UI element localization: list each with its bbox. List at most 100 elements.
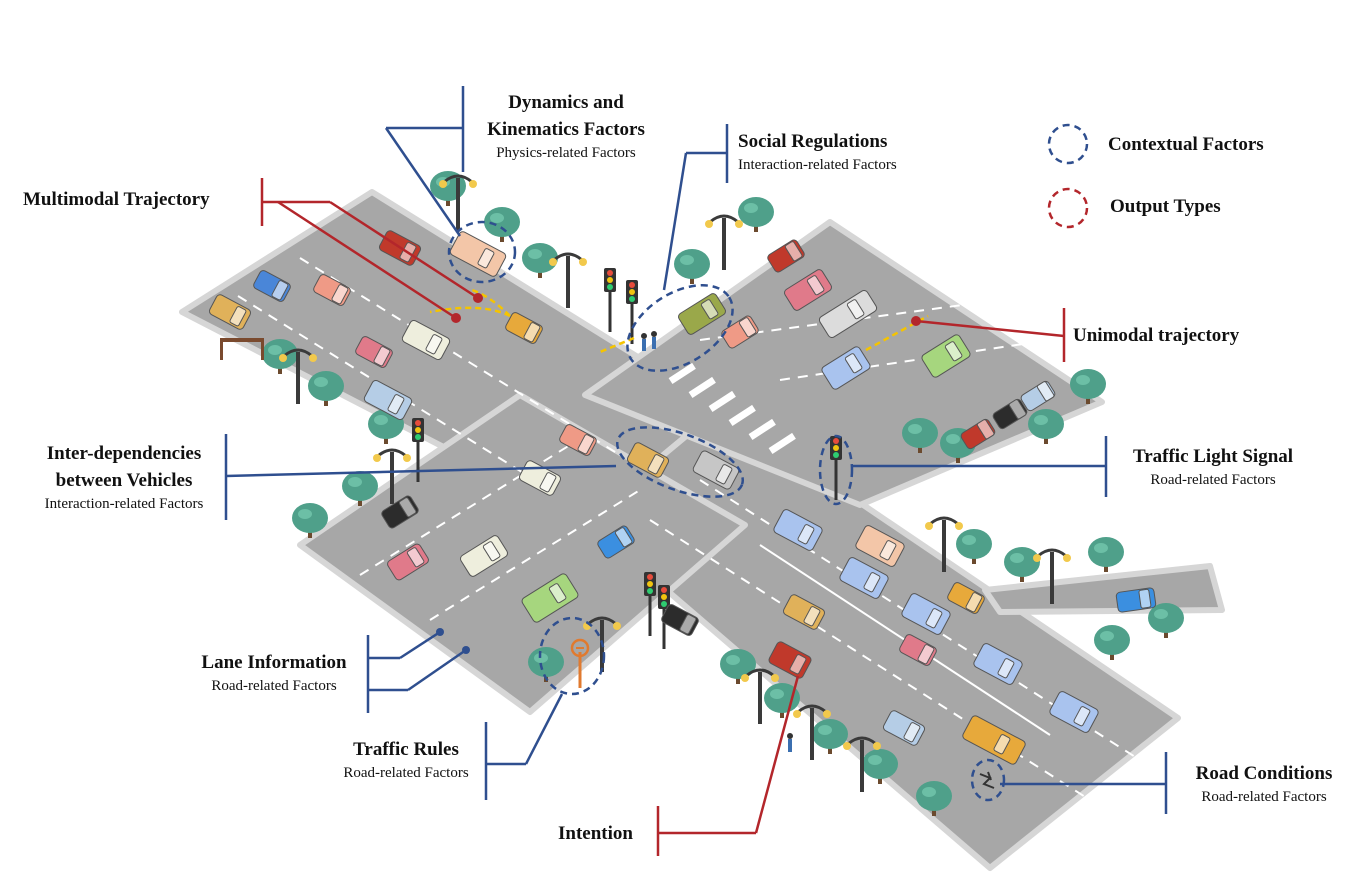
tree: [1004, 547, 1040, 582]
vehicle: [947, 582, 985, 614]
label-traffic-rules-title: Traffic Rules: [353, 739, 459, 760]
pothole-icon: [979, 771, 995, 789]
trajectory-path: [429, 306, 511, 318]
contextual-dots: [436, 628, 470, 654]
tree: [308, 371, 344, 406]
vehicle: [973, 643, 1023, 685]
vehicle: [363, 379, 413, 421]
tree: [484, 207, 520, 242]
interdep-ellipse: [615, 426, 745, 498]
label-dynamics: Dynamics and Kinematics Factors Physics-…: [466, 89, 666, 163]
label-multimodal: Multimodal Trajectory: [23, 189, 210, 210]
label-road-conditions-subtitle: Road-related Factors: [1201, 789, 1327, 805]
tree: [956, 529, 992, 564]
vehicle: [387, 543, 429, 581]
label-traffic-rules: Traffic Rules Road-related Factors: [326, 736, 486, 783]
legend-contextual-icon: [1047, 123, 1089, 165]
vehicle: [313, 274, 351, 306]
vehicle: [597, 525, 635, 559]
trajectory-path: [599, 336, 635, 354]
highlight-ellipses: [447, 220, 1006, 802]
output-dots: [451, 293, 921, 326]
vehicle: [559, 424, 597, 456]
tree: [674, 249, 710, 284]
label-social: Social Regulations Interaction-related F…: [738, 128, 897, 175]
trajectory-path: [865, 314, 929, 352]
label-dynamics-title-1: Dynamics and: [508, 92, 624, 113]
vehicle: [459, 535, 509, 577]
legend: [1047, 123, 1089, 229]
legend-output-label: Output Types: [1110, 196, 1221, 217]
label-social-subtitle: Interaction-related Factors: [738, 157, 897, 173]
road-conditions-ellipse: [970, 758, 1006, 802]
vehicle: [783, 269, 833, 311]
vehicle: [661, 604, 699, 636]
road-lower-left-arm: [297, 392, 748, 715]
social-ellipse: [626, 284, 734, 372]
pedestrians: [220, 331, 995, 789]
label-interdep-title-1: Inter-dependencies: [46, 443, 202, 464]
legend-output-icon: [1047, 187, 1089, 229]
vehicle: [692, 450, 740, 490]
tree: [1088, 537, 1124, 572]
label-dynamics-title-2: Kinematics Factors: [487, 119, 645, 140]
vehicle: [1049, 691, 1099, 733]
tree: [1028, 409, 1064, 444]
vehicle: [1020, 380, 1056, 412]
vehicle: [253, 270, 291, 302]
label-road-conditions-title: Road Conditions: [1195, 763, 1333, 784]
street-lamp: [547, 252, 589, 310]
tree: [720, 649, 756, 684]
tree: [1148, 603, 1184, 638]
tree: [738, 197, 774, 232]
vehicle: [721, 315, 759, 349]
traffic-light-icon: [626, 280, 638, 344]
tree: [1094, 625, 1130, 660]
vehicle: [821, 346, 871, 390]
vehicle: [992, 398, 1028, 430]
label-lane-title: Lane Information: [201, 652, 347, 673]
vehicle: [855, 525, 905, 567]
pedestrian-group: [641, 331, 657, 351]
vehicle: [782, 594, 826, 630]
label-lane-subtitle: Road-related Factors: [211, 678, 337, 694]
dynamics-ellipse: [447, 220, 517, 284]
vehicle: [773, 509, 823, 551]
vehicle: [355, 336, 393, 368]
vehicle: [921, 334, 971, 378]
pedestrian: [787, 733, 793, 752]
vehicle: [899, 634, 937, 666]
vehicle: [839, 557, 889, 599]
tree: [812, 719, 848, 754]
bus-stop: [220, 338, 264, 360]
vehicle: [626, 442, 670, 478]
label-interdep: Inter-dependencies between Vehicles Inte…: [20, 440, 228, 514]
vehicle: [449, 231, 507, 277]
vehicle: [962, 715, 1026, 765]
traffic-light-icon: [604, 268, 616, 332]
label-interdep-subtitle: Interaction-related Factors: [44, 496, 204, 512]
street-lamp: [703, 214, 745, 272]
label-dynamics-subtitle: Physics-related Factors: [496, 145, 636, 161]
vehicles: [208, 230, 1157, 765]
label-intention: Intention: [558, 823, 633, 844]
vehicle: [521, 573, 579, 623]
vehicle: [901, 593, 951, 635]
label-social-title: Social Regulations: [738, 131, 888, 152]
vehicle: [208, 294, 252, 330]
vehicle: [677, 293, 727, 335]
vehicle: [768, 641, 812, 679]
label-traffic-light: Traffic Light Signal Road-related Factor…: [1113, 443, 1313, 490]
crosswalk: [668, 362, 796, 454]
vehicle: [882, 710, 926, 746]
vehicle: [401, 319, 451, 361]
vehicle: [818, 289, 878, 339]
vehicle: [1115, 587, 1157, 613]
output-leader-lines: [260, 178, 1066, 856]
legend-contextual-label: Contextual Factors: [1108, 134, 1264, 155]
vehicle: [767, 239, 805, 273]
traffic-light-ellipse: [818, 434, 854, 506]
street-lamp: [437, 174, 479, 232]
label-interdep-title-2: between Vehicles: [55, 470, 193, 491]
